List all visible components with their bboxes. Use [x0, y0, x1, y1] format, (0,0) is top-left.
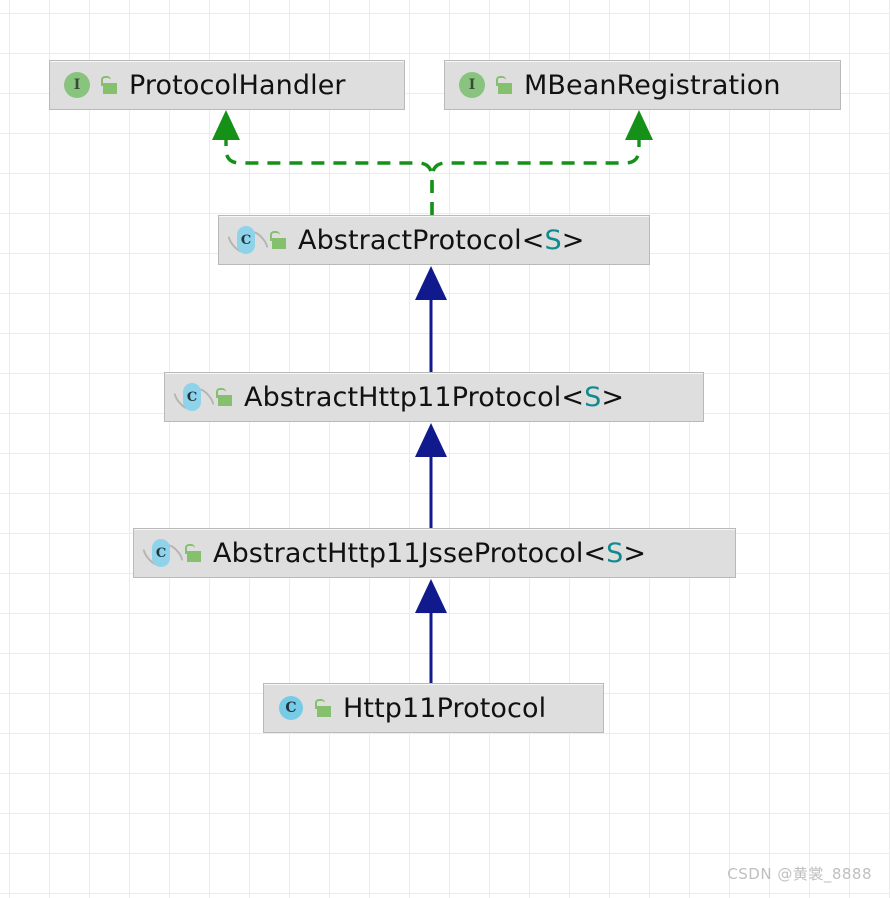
generic-close: > [601, 381, 625, 413]
abstract-class-icon: C [170, 383, 218, 414]
class-node-label: AbstractHttp11Protocol<S> [244, 384, 624, 411]
generic-open: < [521, 224, 545, 256]
generalization-arrowhead-3 [415, 579, 447, 613]
class-node-http11-protocol[interactable]: C Http11Protocol [263, 683, 604, 733]
realization-arrowhead-right [625, 110, 653, 140]
class-icon-letter: C [279, 696, 303, 720]
abstract-class-icon: C [139, 539, 187, 570]
unlock-icon [99, 74, 119, 96]
generic-close: > [561, 224, 585, 256]
class-node-label: AbstractHttp11JsseProtocol<S> [213, 540, 646, 567]
class-node-label: Http11Protocol [343, 692, 547, 724]
interface-icon-letter: I [64, 72, 90, 98]
edge-generalization-abstract-http11-jsse-protocol[interactable] [415, 579, 447, 683]
edge-generalization-abstract-protocol[interactable] [415, 266, 447, 372]
edge-realization-mbean-registration[interactable] [430, 110, 653, 215]
unlock-icon [268, 229, 288, 251]
class-node-label: ProtocolHandler [129, 69, 346, 101]
edge-realization-protocol-handler[interactable] [212, 110, 434, 215]
class-node-abstract-http11-jsse-protocol[interactable]: C AbstractHttp11JsseProtocol<S> [133, 528, 736, 578]
abstract-class-icon-letter: C [237, 226, 255, 254]
class-node-name: AbstractHttp11Protocol [244, 381, 562, 413]
interface-icon: I [62, 71, 92, 99]
generic-close: > [623, 537, 647, 569]
class-node-protocol-handler[interactable]: I ProtocolHandler [49, 60, 405, 110]
realization-arrowhead-left [212, 110, 240, 140]
generic-open: < [561, 381, 585, 413]
class-node-label: MBeanRegistration [524, 69, 781, 101]
class-node-abstract-protocol[interactable]: C AbstractProtocol<S> [218, 215, 650, 265]
watermark: CSDN @黄裳_8888 [727, 865, 872, 883]
class-node-name: AbstractHttp11JsseProtocol [213, 537, 584, 569]
generic-open: < [583, 537, 607, 569]
class-node-mbean-registration[interactable]: I MBeanRegistration [444, 60, 841, 110]
class-node-name: AbstractProtocol [298, 224, 522, 256]
unlock-icon [313, 697, 333, 719]
generic-parameter: S [606, 537, 624, 569]
interface-icon: I [457, 71, 487, 99]
generalization-arrowhead-1 [415, 266, 447, 300]
generalization-arrowhead-2 [415, 423, 447, 457]
edge-generalization-abstract-http11-protocol[interactable] [415, 423, 447, 528]
unlock-icon [183, 542, 203, 564]
abstract-class-icon-letter: C [183, 383, 201, 411]
interface-icon-letter: I [459, 72, 485, 98]
class-node-label: AbstractProtocol<S> [298, 227, 584, 254]
generic-parameter: S [544, 224, 562, 256]
generic-parameter: S [584, 381, 602, 413]
class-node-abstract-http11-protocol[interactable]: C AbstractHttp11Protocol<S> [164, 372, 704, 422]
abstract-class-icon-letter: C [152, 539, 170, 567]
unlock-icon [214, 386, 234, 408]
class-icon: C [276, 694, 306, 722]
abstract-class-icon: C [224, 226, 272, 257]
unlock-icon [494, 74, 514, 96]
